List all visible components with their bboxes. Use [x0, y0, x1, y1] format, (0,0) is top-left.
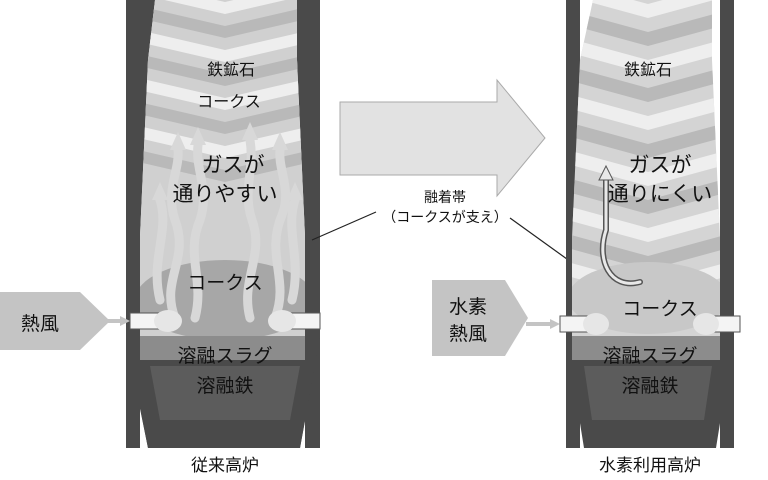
- burden-band: [572, 148, 720, 186]
- left-iron-label: 溶融鉄: [196, 375, 253, 397]
- burden-band: [140, 100, 305, 134]
- left-slag-layer: [140, 336, 305, 360]
- cohesive-zone-line2: （コークスが支え）: [382, 210, 508, 226]
- right-coke-lower-label: コークス: [622, 298, 697, 320]
- left-furnace: 鉄鉱石 コークス ガスが 通りやすい コークス 溶融スラグ 溶融鉄 熱風 従来高…: [0, 0, 321, 476]
- burden-band: [572, 176, 720, 214]
- left-gas-line1: ガスが: [202, 153, 265, 177]
- right-gas-line2: 通りにくい: [608, 182, 713, 206]
- right-slag-layer: [572, 336, 720, 360]
- right-hot-blast-label-line2: 熱風: [449, 323, 487, 345]
- burden-band: [572, 120, 720, 158]
- burden-band: [572, 64, 720, 102]
- burden-band: [572, 8, 720, 46]
- left-ore-label: 鉄鉱石: [207, 60, 255, 79]
- burden-band: [140, 0, 305, 14]
- burden-band: [140, 52, 305, 86]
- right-iron-layer: [584, 366, 712, 420]
- right-slag-label: 溶融スラグ: [602, 345, 697, 367]
- cohesive-zone-line1: 融着帯: [424, 190, 466, 206]
- right-gas-arrow: [601, 176, 642, 285]
- burden-band: [140, 4, 305, 38]
- right-furnace-caption: 水素利用高炉: [599, 456, 701, 476]
- burden-band: [572, 36, 720, 74]
- burden-band: [572, 0, 720, 18]
- left-gas-arrows: [152, 135, 300, 323]
- right-hot-blast-label-line1: 水素: [449, 296, 487, 318]
- right-raceway-right: [693, 313, 719, 335]
- right-coke-bed: [572, 262, 720, 334]
- left-gas-line2: 通りやすい: [173, 182, 278, 206]
- transition-arrow: [339, 78, 546, 198]
- left-coke-label: コークス: [197, 92, 261, 111]
- left-iron-layer: [150, 366, 300, 420]
- left-raceway-left: [154, 310, 182, 332]
- burden-band: [572, 92, 720, 130]
- right-furnace: 鉄鉱石 ガスが 通りにくい コークス 溶融スラグ 溶融鉄 水素 熱風 水素利用高…: [432, 0, 741, 476]
- right-iron-label: 溶融鉄: [621, 375, 678, 397]
- burden-band: [140, 28, 305, 62]
- right-ore-label: 鉄鉱石: [624, 60, 672, 79]
- right-gas-line1: ガスが: [629, 153, 692, 177]
- left-raceway-right: [268, 310, 296, 332]
- right-hot-blast-arrow: [432, 280, 528, 356]
- right-gas-arrowhead: [598, 164, 614, 181]
- left-coke-lower-label: コークス: [187, 272, 262, 294]
- left-furnace-caption: 従来高炉: [191, 456, 259, 476]
- left-gas-arrowheads: [152, 122, 303, 200]
- burden-band: [140, 76, 305, 110]
- left-hot-blast-arrow: [0, 292, 110, 350]
- burden-band: [572, 204, 720, 242]
- leader-line-left: [311, 211, 377, 241]
- left-hot-blast-label: 熱風: [21, 313, 59, 335]
- right-raceway-left: [583, 313, 609, 335]
- left-slag-label: 溶融スラグ: [177, 345, 272, 367]
